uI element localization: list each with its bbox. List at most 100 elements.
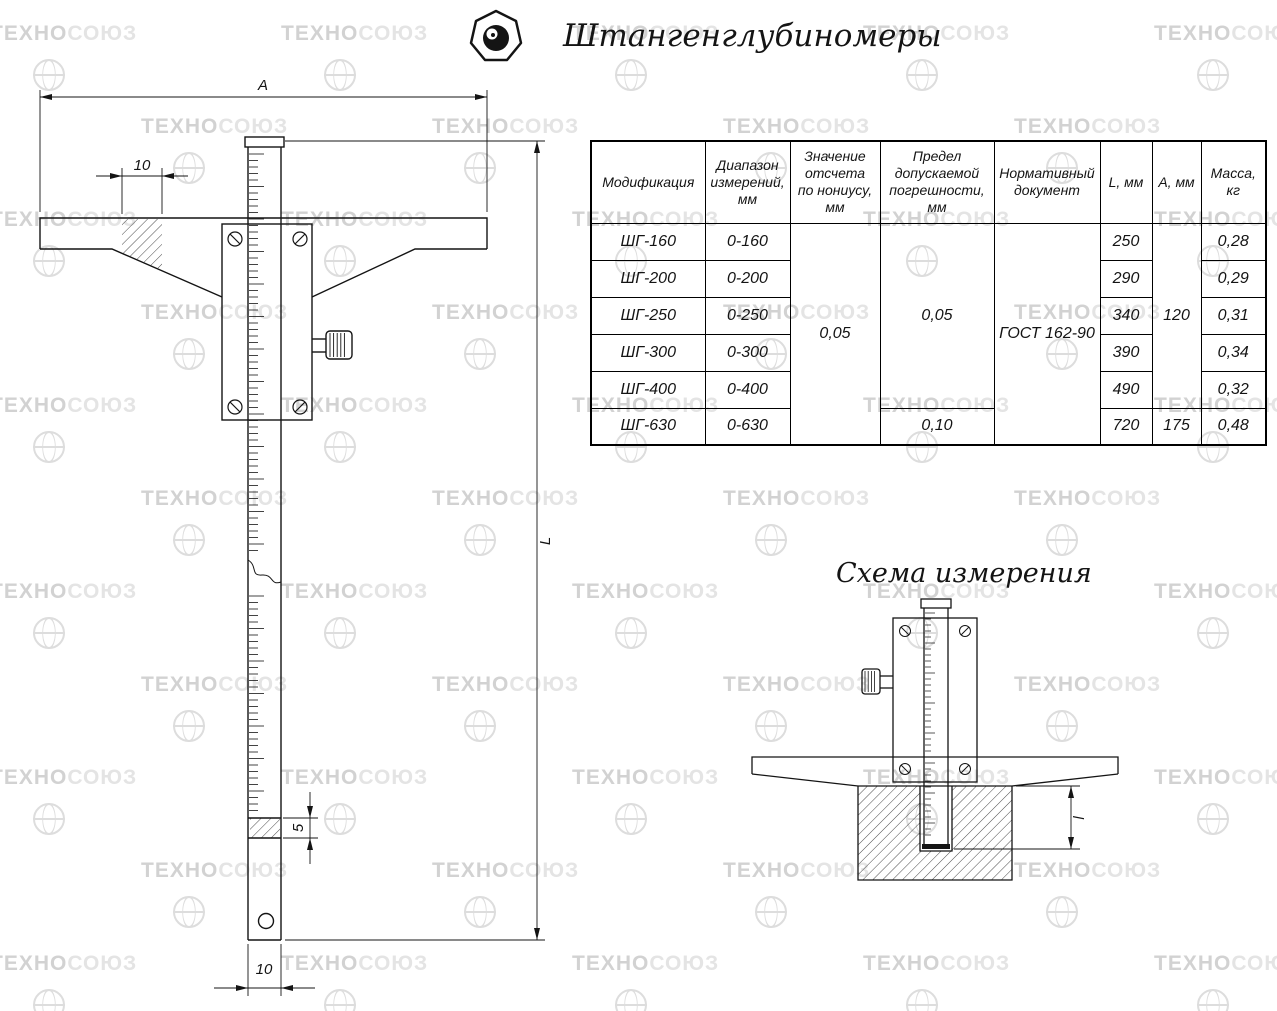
table-header-row: Модификация Диапазон измерений, мм Значе… [590, 140, 1267, 224]
globe-watermark-icon [615, 989, 647, 1011]
globe-watermark-icon [33, 59, 65, 91]
workpiece-hatch-left [858, 786, 920, 880]
watermark-text: ТЕХНОСОЮЗ [281, 208, 429, 231]
beam-scale-lower [249, 595, 264, 811]
table-row: ШГ-300 0-300 390 0,34 [590, 333, 1267, 372]
cell-mass: 0,48 [1200, 407, 1267, 446]
knurl-lines [329, 333, 345, 357]
globe-watermark-icon [324, 59, 356, 91]
measurement-schema [751, 598, 1119, 881]
schema-clamp-screw [861, 668, 893, 695]
globe-watermark-icon [173, 896, 205, 928]
globe-watermark-icon [324, 989, 356, 1011]
globe-watermark-icon [173, 710, 205, 742]
header-modification: Модификация [590, 140, 706, 224]
watermark-text: ТЕХНОСОЮЗ [723, 673, 871, 696]
watermark-text: ТЕХНОСОЮЗ [0, 580, 138, 603]
schema-beam-scale [925, 612, 935, 836]
workpiece-outline [857, 786, 1013, 881]
beam-section-hatch [250, 818, 280, 838]
schema-dimension: l [954, 785, 1088, 850]
page-title: Штангенглубиномеры [563, 18, 942, 54]
watermark-text: ТЕХНОСОЮЗ [141, 115, 289, 138]
cell-mod: ШГ-250 [590, 296, 706, 335]
dim-label-length: L [537, 537, 554, 545]
cell-mass: 0,31 [1200, 296, 1267, 335]
watermark-text: ТЕХНОСОЮЗ [1154, 952, 1277, 975]
cell-L: 290 [1099, 259, 1153, 298]
globe-watermark-icon [906, 59, 938, 91]
watermark-text: ТЕХНОСОЮЗ [1014, 115, 1162, 138]
globe-watermark-icon [615, 803, 647, 835]
clamp-screw [312, 330, 353, 360]
globe-watermark-icon [33, 989, 65, 1011]
globe-watermark-icon [755, 710, 787, 742]
workpiece-slot [919, 786, 953, 852]
watermark-text: ТЕХНОСОЮЗ [863, 766, 1011, 789]
globe-watermark-icon [1197, 617, 1229, 649]
cell-L: 390 [1099, 333, 1153, 372]
watermark-text: ТЕХНОСОЮЗ [1154, 22, 1277, 45]
dimensions: A 10 5 10 L [39, 77, 554, 996]
table-row: ШГ-250 0-250 340 0,31 [590, 296, 1267, 335]
watermark-text: ТЕХНОСОЮЗ [1154, 766, 1277, 789]
globe-watermark-icon [464, 524, 496, 556]
watermark-text: ТЕХНОСОЮЗ [863, 580, 1011, 603]
frame [221, 223, 313, 421]
watermark-text: ТЕХНОСОЮЗ [1014, 673, 1162, 696]
cell-A: 175 [1151, 407, 1202, 446]
table-row: ШГ-630 0-630 0,10 720 175 0,48 [590, 407, 1267, 446]
cell-mass: 0,34 [1200, 333, 1267, 372]
cell-error: 0,05 [879, 222, 995, 409]
cell-mod: ШГ-200 [590, 259, 706, 298]
cell-range: 0-200 [704, 259, 791, 298]
watermark-text: ТЕХНОСОЮЗ [0, 208, 138, 231]
knurl-lines [864, 671, 875, 692]
beam-hole [257, 912, 275, 930]
dim-label-5: 5 [290, 823, 307, 832]
globe-watermark-icon [464, 152, 496, 184]
cell-mod: ШГ-630 [590, 407, 706, 446]
globe-watermark-icon [33, 431, 65, 463]
watermark-text: ТЕХНОСОЮЗ [432, 115, 580, 138]
globe-watermark-icon [324, 803, 356, 835]
schema-frame-screws [899, 625, 971, 775]
watermark-text: ТЕХНОСОЮЗ [281, 766, 429, 789]
cell-mod: ШГ-160 [590, 222, 706, 261]
watermark-text: ТЕХНОСОЮЗ [281, 22, 429, 45]
schema-base-bottom [751, 773, 1119, 787]
watermark-text: ТЕХНОСОЮЗ [1014, 487, 1162, 510]
beam-cap [244, 136, 285, 148]
globe-watermark-icon [1046, 896, 1078, 928]
globe-watermark-icon [755, 896, 787, 928]
watermark-text: ТЕХНОСОЮЗ [141, 301, 289, 324]
base-bottom-left [40, 248, 223, 298]
globe-watermark-icon [1197, 59, 1229, 91]
workpiece-hatch-bottom [920, 851, 952, 880]
globe-watermark-icon [1046, 524, 1078, 556]
globe-watermark-icon [464, 338, 496, 370]
cell-mod: ШГ-300 [590, 333, 706, 372]
base-bottom-right [311, 248, 487, 298]
dim-label-bottom-10: 10 [256, 961, 273, 978]
globe-watermark-icon [1197, 803, 1229, 835]
header-L: L, мм [1099, 140, 1153, 224]
globe-watermark-icon [464, 710, 496, 742]
cell-A: 120 [1151, 222, 1202, 409]
header-mass: Масса, кг [1200, 140, 1267, 224]
globe-watermark-icon [1197, 989, 1229, 1011]
globe-watermark-icon [615, 59, 647, 91]
table-row: ШГ-400 0-400 490 0,32 [590, 370, 1267, 409]
cell-mass: 0,29 [1200, 259, 1267, 298]
watermark-text: ТЕХНОСОЮЗ [723, 487, 871, 510]
header-range: Диапазон измерений, мм [704, 140, 791, 224]
watermark-text: ТЕХНОСОЮЗ [572, 766, 720, 789]
table-row: ШГ-200 0-200 290 0,29 [590, 259, 1267, 298]
watermark-text: ТЕХНОСОЮЗ [1014, 859, 1162, 882]
dim-label-top-10: 10 [134, 157, 151, 174]
globe-watermark-icon [755, 524, 787, 556]
watermark-text: ТЕХНОСОЮЗ [0, 22, 138, 45]
globe-watermark-icon [324, 617, 356, 649]
schema-frame [892, 617, 978, 783]
watermark-text: ТЕХНОСОЮЗ [141, 673, 289, 696]
